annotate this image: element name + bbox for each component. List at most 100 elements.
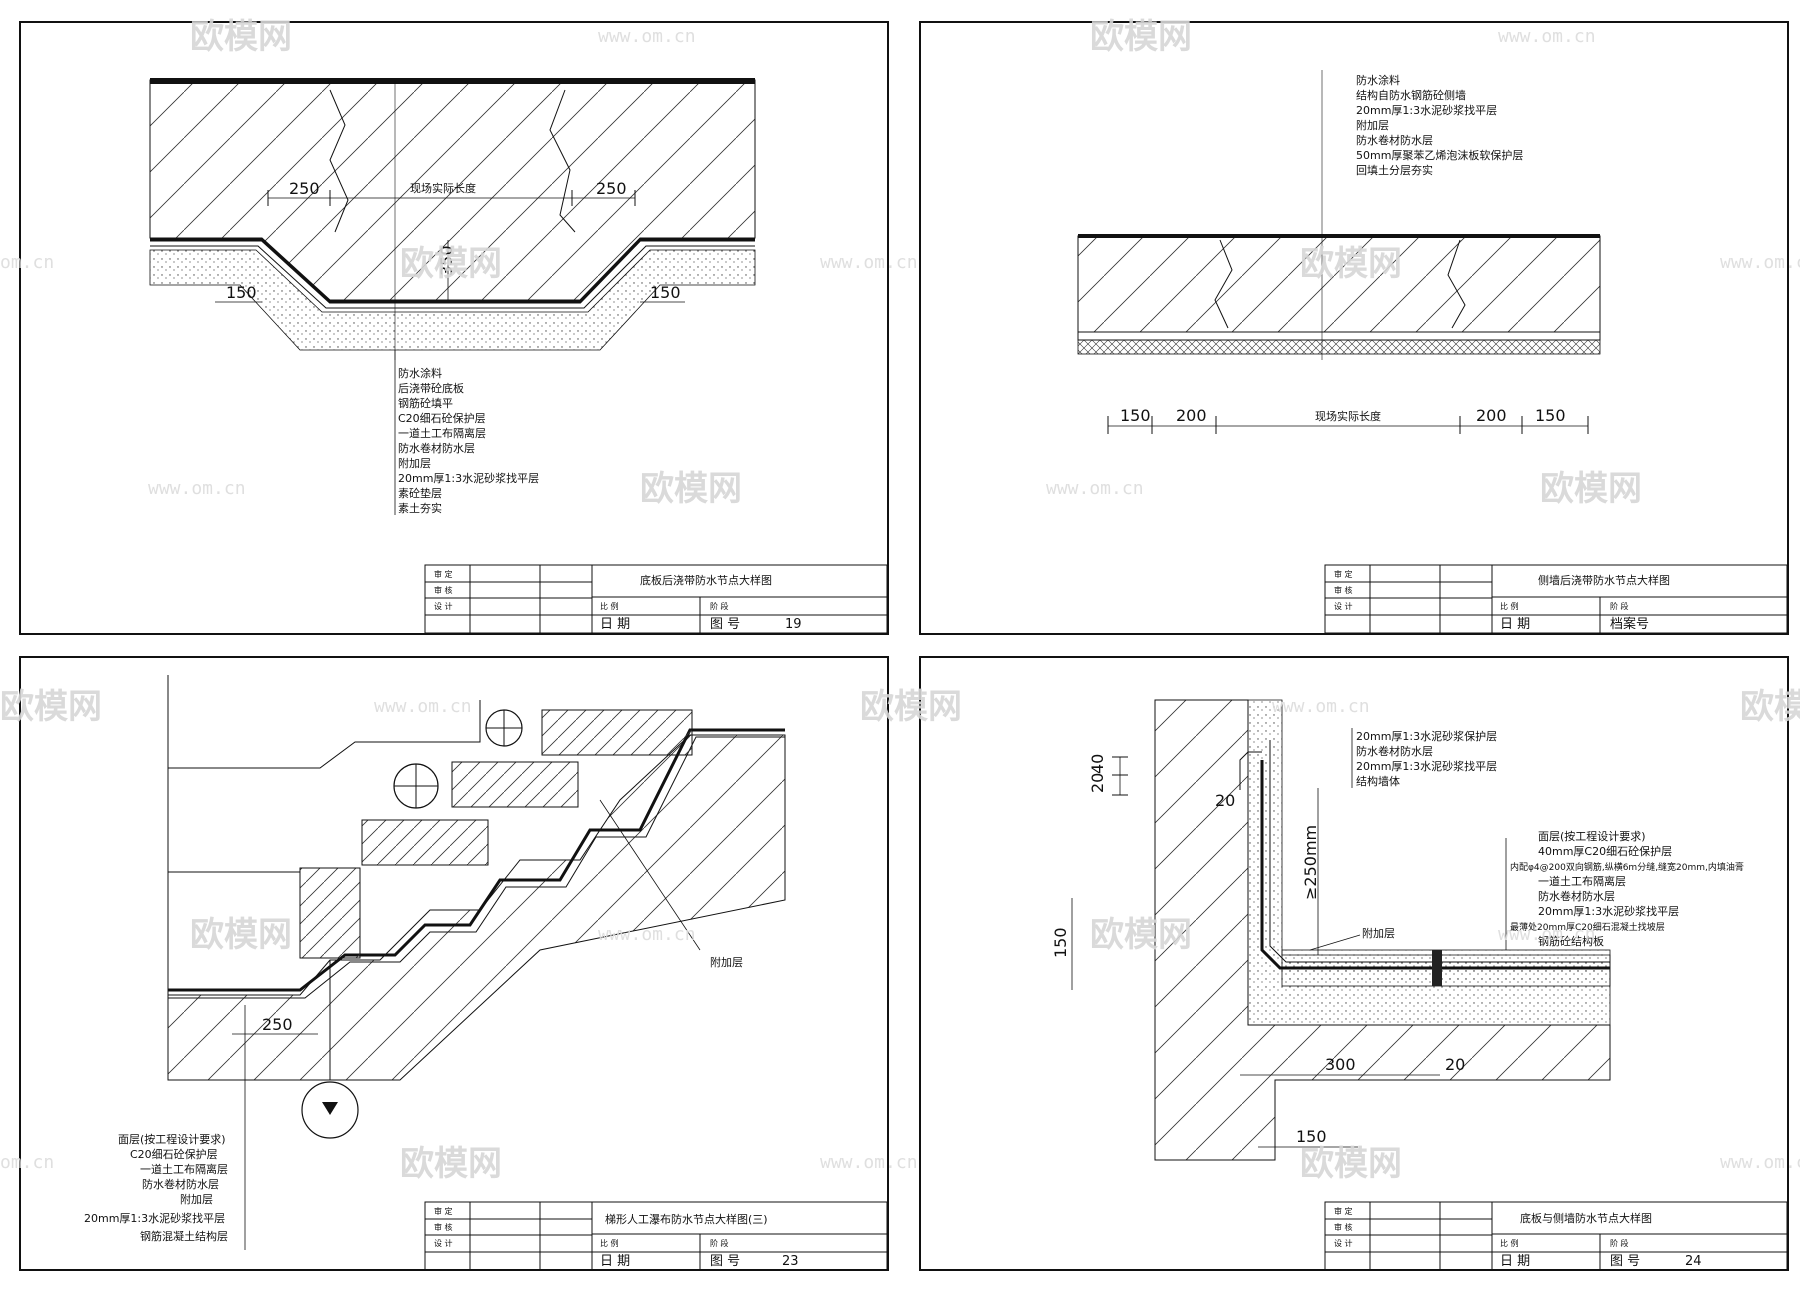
p1-layer: 一道土工布隔离层	[398, 426, 486, 440]
p3-layer: 钢筋混凝土结构层	[140, 1229, 228, 1243]
p1-layer: 后浇带砼底板	[398, 381, 464, 395]
p3-stage-label: 阶 段	[710, 1238, 729, 1248]
p4-floor-layer: 40mm厚C20细石砼保护层	[1538, 844, 1672, 858]
p2-layer: 结构自防水钢筋砼侧墙	[1356, 88, 1466, 102]
watermark-url: www.om.cn	[820, 252, 918, 273]
p1-dim-150-right: 150	[650, 283, 681, 302]
watermark-logo: 欧模网	[860, 687, 962, 727]
p2-layer: 20mm厚1:3水泥砂浆找平层	[1356, 103, 1497, 117]
p2-dim-200-left: 200	[1176, 406, 1207, 425]
p1-date-label: 日 期	[600, 617, 630, 632]
p4-dim-250: ≥250mm	[1301, 825, 1320, 900]
p3-callout: 附加层	[710, 955, 743, 969]
p4-wall-layer: 20mm厚1:3水泥砂浆保护层	[1356, 729, 1497, 743]
p1-layer: 20mm厚1:3水泥砂浆找平层	[398, 471, 539, 485]
p1-dim-250-right: 250	[596, 179, 627, 198]
p4-floor-layer-list: 面层(按工程设计要求) 40mm厚C20细石砼保护层 内配φ4@200双向钢筋,…	[1510, 829, 1744, 948]
watermark-logo: 欧模网	[190, 17, 292, 57]
watermark-url: www.om.cn	[148, 478, 246, 499]
watermark-url: om.cn	[0, 252, 54, 273]
p2-dim-150-left: 150	[1120, 406, 1151, 425]
p4-scale-label: 比 例	[1500, 1238, 1519, 1248]
p1-drawing-no: 19	[785, 617, 802, 632]
watermark-logo: 欧模网	[1740, 687, 1800, 727]
p2-layer: 防水涂料	[1356, 73, 1400, 87]
watermark-logo: 欧模网	[1300, 1144, 1402, 1184]
p4-wall-layer: 防水卷材防水层	[1356, 744, 1433, 758]
p2-layer: 附加层	[1356, 118, 1389, 132]
p3-layer: C20细石砼保护层	[130, 1147, 218, 1161]
p1-drawing-no-label: 图 号	[710, 617, 740, 632]
p4-floor-layer: 20mm厚1:3水泥砂浆找平层	[1538, 904, 1679, 918]
p4-floor-layer: 最薄处20mm厚C20细石混凝土找坡层	[1510, 921, 1665, 933]
panel-side-wall-post-pour-strip: 防水涂料 结构自防水钢筋砼侧墙 20mm厚1:3水泥砂浆找平层 附加层 防水卷材…	[919, 21, 1789, 635]
p1-layer: 防水涂料	[398, 366, 442, 380]
p4-floor-layer: 内配φ4@200双向钢筋,纵横6m分缝,缝宽20mm,内填油膏	[1510, 861, 1744, 873]
watermark-url: www.om.cn	[1720, 252, 1800, 273]
p3-dim-250: 250	[262, 1015, 293, 1034]
p1-tb-label: 设 计	[434, 601, 453, 611]
watermark-url: www.om.cn	[598, 26, 696, 47]
watermark-url: www.om.cn	[598, 924, 696, 945]
watermark-logo: 欧模网	[640, 469, 742, 509]
watermark-url: www.om.cn	[1720, 1152, 1800, 1173]
p1-title-block: 审 定 审 核 设 计 底板后浇带防水节点大样图 比 例 阶 段 日 期 图 号…	[424, 564, 888, 634]
p2-drawing-no-label: 档案号	[1610, 617, 1649, 632]
p4-dim-20c: 20	[1445, 1055, 1465, 1074]
p2-date-label: 日 期	[1500, 617, 1530, 632]
p4-dim-20b: 20	[1215, 791, 1235, 810]
p3-tb-label: 审 核	[434, 1222, 453, 1232]
p1-dim-span: 现场实际长度	[410, 181, 476, 195]
p4-dim-40: 40	[1088, 754, 1107, 774]
p4-dim-20a: 20	[1088, 773, 1107, 793]
p1-layer: 素土夯实	[398, 501, 442, 515]
p4-drawing-title: 底板与侧墙防水节点大样图	[1520, 1211, 1652, 1225]
watermark-logo: 欧模网	[190, 915, 292, 955]
watermark-logo: 欧模网	[0, 687, 102, 727]
p3-layer: 面层(按工程设计要求)	[118, 1132, 226, 1146]
p4-callout: 附加层	[1362, 926, 1395, 940]
p4-tb-label: 设 计	[1334, 1238, 1353, 1248]
panel-floor-post-pour-strip: 250 250 现场实际长度 350 150 150 防水涂料 后浇带砼底板 钢…	[19, 21, 889, 635]
p3-tb-label: 审 定	[434, 1206, 453, 1216]
p2-scale-label: 比 例	[1500, 601, 1519, 611]
p3-layer: 防水卷材防水层	[142, 1177, 219, 1191]
p3-layer: 附加层	[180, 1192, 213, 1206]
p1-layer: 附加层	[398, 456, 431, 470]
p3-drawing-no: 23	[782, 1254, 799, 1269]
p4-tb-label: 审 定	[1334, 1206, 1353, 1216]
p4-stage-label: 阶 段	[1610, 1238, 1629, 1248]
p1-tb-label: 审 定	[434, 569, 453, 579]
p1-layer: 防水卷材防水层	[398, 441, 475, 455]
p1-layer: C20细石砼保护层	[398, 411, 486, 425]
p2-drawing-title: 侧墙后浇带防水节点大样图	[1538, 573, 1670, 587]
p3-layer-list: 面层(按工程设计要求) C20细石砼保护层 一道土工布隔离层 防水卷材防水层 附…	[84, 1132, 228, 1243]
p4-floor-layer: 一道土工布隔离层	[1538, 874, 1626, 888]
watermark-url: www.om.cn	[1498, 26, 1596, 47]
p2-layer: 防水卷材防水层	[1356, 133, 1433, 147]
p2-tb-label: 审 核	[1334, 585, 1353, 595]
watermark-logo: 欧模网	[400, 1144, 502, 1184]
p4-tb-label: 审 核	[1334, 1222, 1353, 1232]
p2-tb-label: 设 计	[1334, 601, 1353, 611]
watermark-url: www.om.cn	[820, 1152, 918, 1173]
p3-drawing-title: 梯形人工瀑布防水节点大样图(三)	[605, 1212, 768, 1226]
p4-date-label: 日 期	[1500, 1254, 1530, 1269]
p1-dim-350: 350	[437, 245, 456, 276]
p1-dim-150-left: 150	[226, 283, 257, 302]
p3-date-label: 日 期	[600, 1254, 630, 1269]
p1-layer: 钢筋砼填平	[398, 396, 453, 410]
panel-stepped-waterfall: 250 附加层 面层(按工程设计要求) C20细石砼保护层 一道土工布隔离层 防…	[19, 656, 889, 1271]
p2-dim-150-right: 150	[1535, 406, 1566, 425]
p3-drawing-no-label: 图 号	[710, 1254, 740, 1269]
p1-scale-label: 比 例	[600, 601, 619, 611]
p3-tb-label: 设 计	[434, 1238, 453, 1248]
p3-layer: 一道土工布隔离层	[140, 1162, 228, 1176]
p2-dim-span: 现场实际长度	[1315, 409, 1381, 423]
p2-layer: 回填土分层夯实	[1356, 163, 1433, 177]
p1-drawing-title: 底板后浇带防水节点大样图	[640, 573, 772, 587]
p3-scale-label: 比 例	[600, 1238, 619, 1248]
p1-dim-250-left: 250	[289, 179, 320, 198]
p4-floor-layer: 钢筋砼结构板	[1538, 934, 1604, 948]
